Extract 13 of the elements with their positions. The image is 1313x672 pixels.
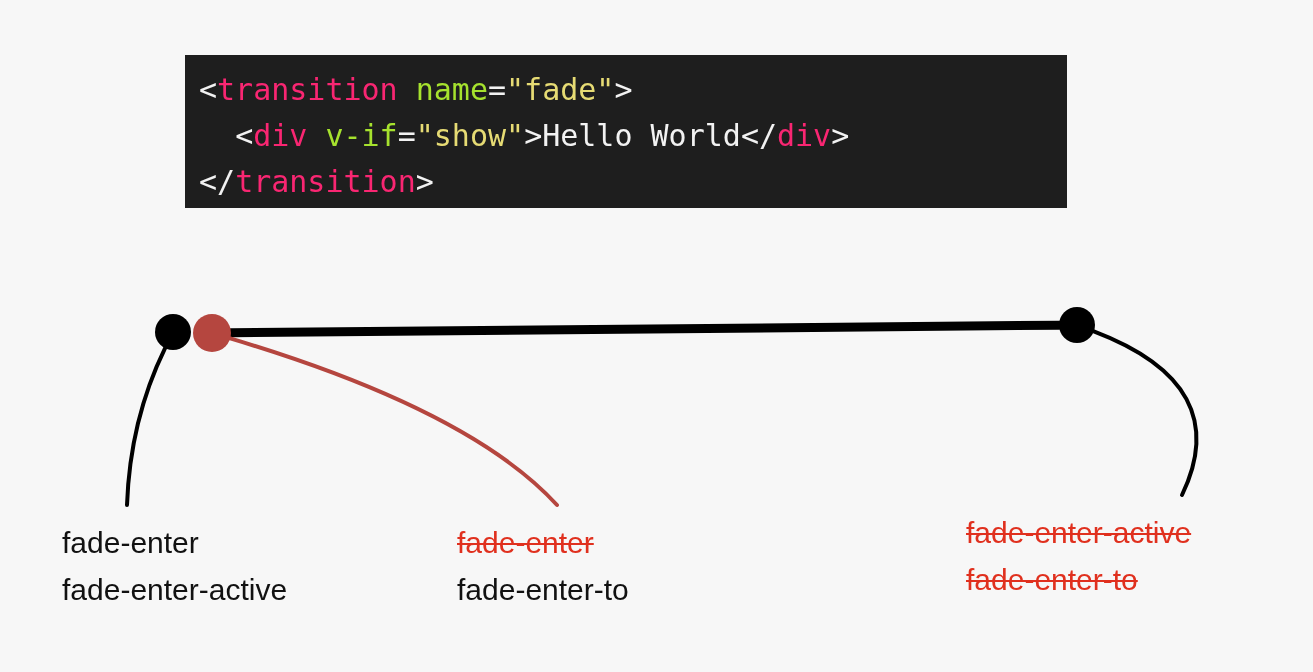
- code-line: <div v-if="show">Hello World</div>: [234, 117, 850, 155]
- connector-line: [125, 346, 168, 507]
- connector-line: [228, 336, 559, 507]
- class-name: fade-enter-to: [457, 572, 629, 608]
- struck-class-name: fade-enter-active: [966, 515, 1192, 551]
- class-name: fade-enter: [62, 525, 199, 561]
- code-block: [185, 55, 1067, 208]
- struck-class-name: fade-enter-to: [966, 562, 1138, 598]
- class-name: fade-enter-active: [62, 572, 288, 608]
- code-line: <transition name="fade">: [199, 71, 633, 109]
- code-line: </transition>: [199, 163, 434, 201]
- struck-class-name: fade-enter: [457, 525, 594, 561]
- connector-line: [1091, 329, 1199, 497]
